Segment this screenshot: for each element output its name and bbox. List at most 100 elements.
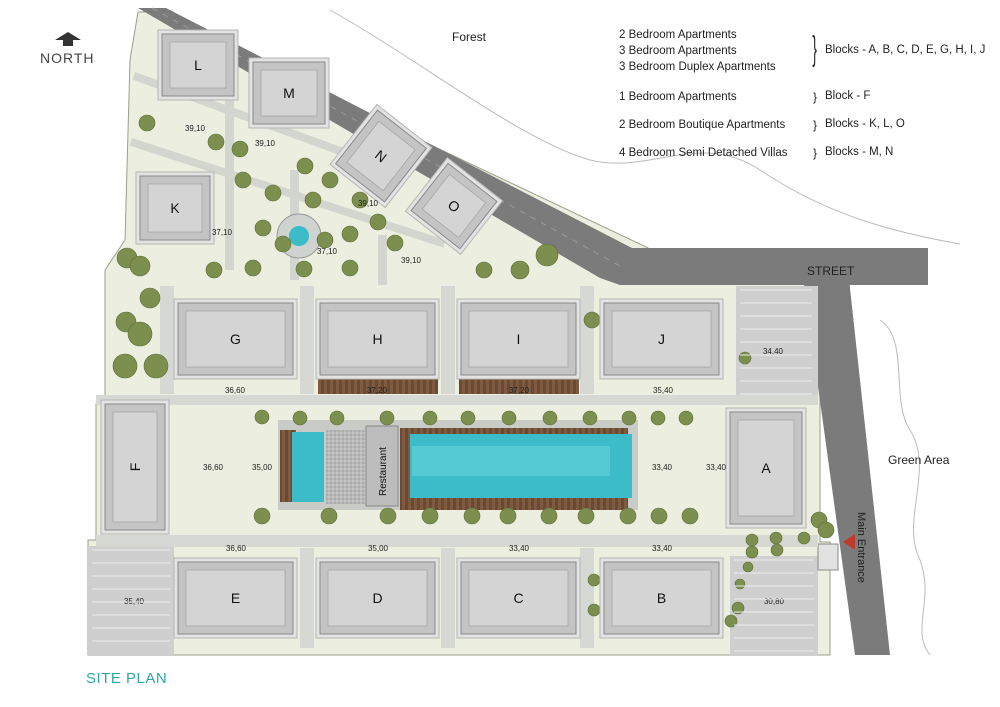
dim-ij: 37,20 <box>509 386 530 395</box>
dim-l-m-left: 39,10 <box>185 124 206 133</box>
block-letter: D <box>372 590 382 606</box>
block-letter: L <box>194 57 202 73</box>
legend-row: 4 Bedroom Semi Detached Villas } Blocks … <box>619 146 989 164</box>
dim-n-bottom: 39,10 <box>358 199 379 208</box>
tree <box>143 353 169 379</box>
tree <box>321 171 339 189</box>
tree <box>678 410 694 426</box>
block-letter: C <box>513 590 523 606</box>
tree <box>583 311 601 329</box>
block-k: K <box>135 171 215 245</box>
tree <box>724 614 738 628</box>
dim-cb: 33,40 <box>509 544 530 553</box>
block-letter: H <box>372 331 382 347</box>
street-label: STREET <box>807 264 855 278</box>
legend-type: 3 Bedroom Apartments <box>619 45 737 57</box>
tree <box>540 507 558 525</box>
parking-stalls <box>734 559 814 652</box>
tree <box>292 410 308 426</box>
tree <box>351 191 369 209</box>
tree <box>619 507 637 525</box>
tree <box>320 507 338 525</box>
tree <box>264 184 282 202</box>
tree <box>295 260 313 278</box>
block-a: A <box>725 407 807 529</box>
legend-brace: } <box>813 146 818 160</box>
tree <box>510 260 530 280</box>
tree <box>587 603 601 617</box>
tree <box>112 353 138 379</box>
trees-layer <box>112 114 835 628</box>
restaurant-building <box>365 425 399 507</box>
legend-brace: } <box>812 30 817 68</box>
tree <box>274 235 292 253</box>
block-e: E <box>173 557 298 639</box>
legend-type: 3 Bedroom Duplex Apartments <box>619 61 776 73</box>
entrance-gatehouse <box>817 543 839 571</box>
tree <box>231 140 249 158</box>
tree <box>587 573 601 587</box>
parking-stalls <box>92 549 170 642</box>
tree <box>463 507 481 525</box>
dim-ed: 36,60 <box>226 544 247 553</box>
tree <box>254 409 270 425</box>
tree <box>621 410 637 426</box>
block-f: F <box>100 399 170 535</box>
site-plan-title: SITE PLAN <box>86 670 168 687</box>
dim-gh: 36,60 <box>225 386 246 395</box>
dim-pool-left: 35,00 <box>252 463 273 472</box>
block-d: D <box>315 557 440 639</box>
tree <box>769 531 783 545</box>
green-area-outline <box>879 319 931 656</box>
pool-west <box>292 432 324 502</box>
block-letter: A <box>761 460 771 476</box>
tree <box>745 533 759 547</box>
tree <box>379 410 395 426</box>
tree <box>234 171 252 189</box>
tree <box>742 561 754 573</box>
path-network-central <box>96 286 818 648</box>
tree <box>329 410 345 426</box>
north-arrow-icon <box>55 32 81 46</box>
legend-row: 2 Bedroom Apartments 3 Bedroom Apartment… <box>619 28 989 78</box>
tree <box>681 507 699 525</box>
tree <box>460 410 476 426</box>
block-c: C <box>456 557 581 639</box>
tree <box>254 219 272 237</box>
tree <box>316 231 334 249</box>
deck-ij <box>459 378 579 394</box>
block-letter: M <box>283 85 295 101</box>
tree <box>650 507 668 525</box>
block-n: N <box>329 103 433 209</box>
tree <box>797 531 811 545</box>
block-letter: I <box>517 331 521 347</box>
tree <box>139 287 161 309</box>
dim-hi: 37,20 <box>367 386 388 395</box>
tree <box>535 243 559 267</box>
tree <box>542 410 558 426</box>
legend-blocks: Blocks - K, L, O <box>825 118 905 130</box>
dim-l-m-right: 39,10 <box>255 139 276 148</box>
dim-parking-se: 30,80 <box>764 597 785 606</box>
tree <box>731 601 745 615</box>
north-label: NORTH <box>40 50 95 66</box>
block-g: G <box>173 298 298 380</box>
block-i: I <box>456 298 581 380</box>
tree <box>244 259 262 277</box>
block-letter: J <box>658 331 665 347</box>
forest-label: Forest <box>452 30 487 44</box>
block-letter: G <box>230 331 241 347</box>
tree <box>475 261 493 279</box>
dim-b-top-right: 33,40 <box>652 544 673 553</box>
legend-type: 4 Bedroom Semi Detached Villas <box>619 147 788 159</box>
tree <box>127 321 153 347</box>
tree <box>738 351 752 365</box>
dim-parking-ne: 34,40 <box>763 347 784 356</box>
legend-blocks: Blocks - A, B, C, D, E, G, H, I, J <box>825 44 986 56</box>
tree <box>499 507 517 525</box>
tree <box>205 261 223 279</box>
tree <box>341 259 359 277</box>
tree <box>817 521 835 539</box>
legend-row: 1 Bedroom Apartments } Block - F <box>619 90 989 108</box>
